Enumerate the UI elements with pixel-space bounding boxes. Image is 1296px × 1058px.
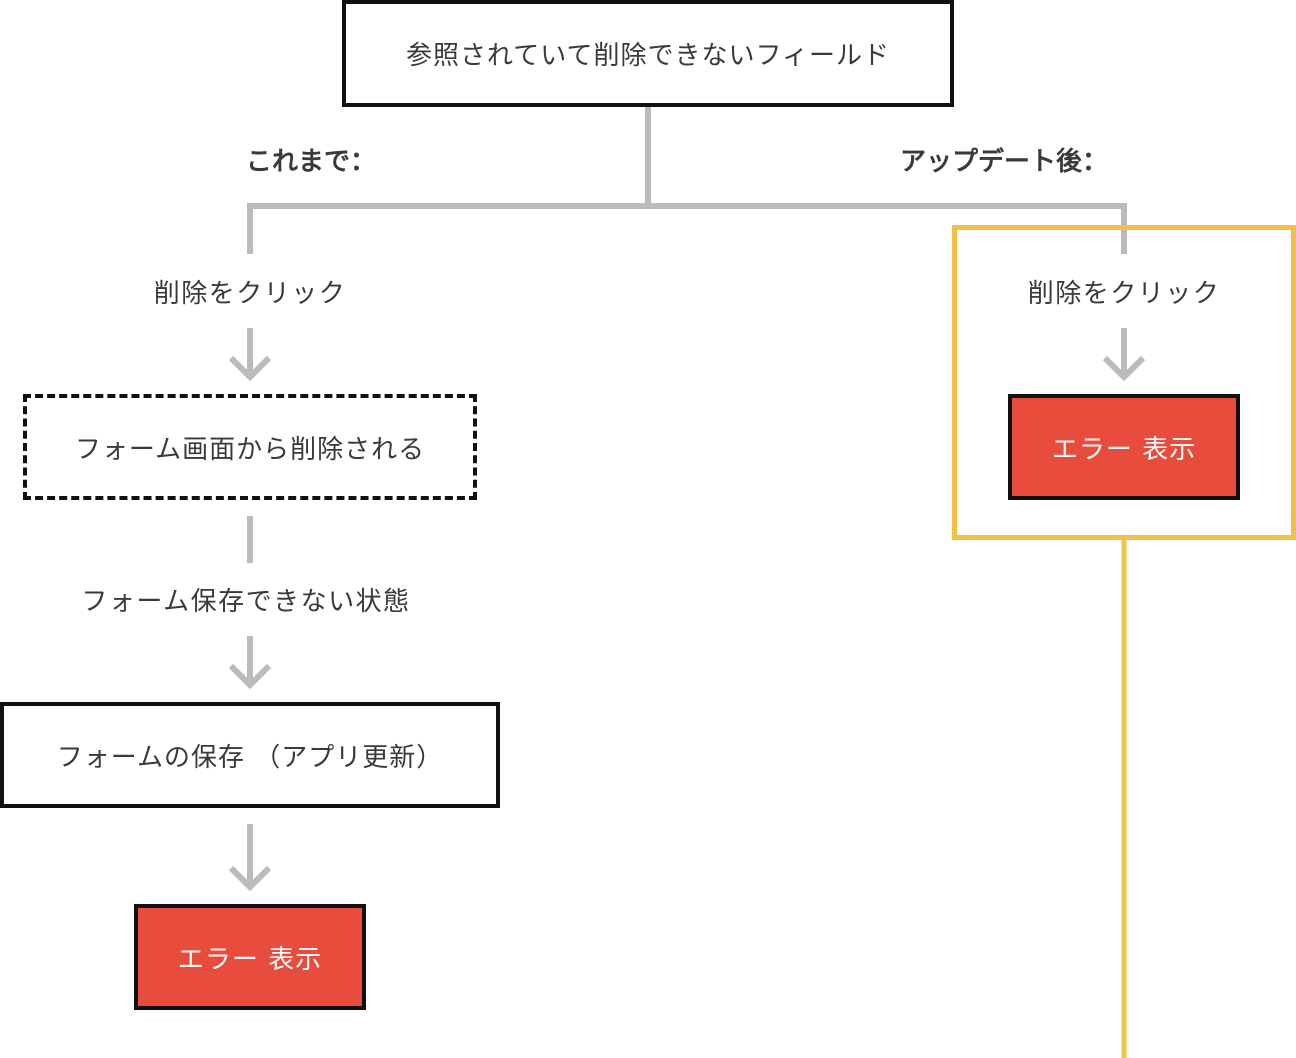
before-heading: これまで： xyxy=(246,147,377,177)
before-arrow-1-head xyxy=(228,355,272,382)
form-save-node: フォームの保存 （アプリ更新） xyxy=(0,702,500,808)
root-node: 参照されていて削除できないフィールド xyxy=(342,0,954,107)
before-arrow-3-head xyxy=(228,865,272,892)
removed-from-form-node: フォーム画面から削除される xyxy=(23,394,477,500)
after-highlight-frame xyxy=(952,225,1296,540)
root-node-label: 参照されていて削除できないフィールド xyxy=(406,41,890,71)
after-error-label: エラー 表示 xyxy=(1051,434,1197,465)
before-state-text: フォーム保存できない状態 xyxy=(81,587,411,617)
after-step-click: 削除をクリック xyxy=(1027,279,1221,309)
before-error-node: エラー 表示 xyxy=(134,904,366,1010)
before-error-label: エラー 表示 xyxy=(177,944,323,975)
before-arrow-2-head xyxy=(228,663,272,690)
after-arrow-1-head xyxy=(1102,355,1146,382)
removed-from-form-label: フォーム画面から削除される xyxy=(74,434,426,465)
form-save-label: フォームの保存 （アプリ更新） xyxy=(56,742,444,773)
before-step-click: 削除をクリック xyxy=(153,279,347,309)
after-heading: アップデート後： xyxy=(900,147,1109,177)
after-error-node: エラー 表示 xyxy=(1008,394,1240,500)
